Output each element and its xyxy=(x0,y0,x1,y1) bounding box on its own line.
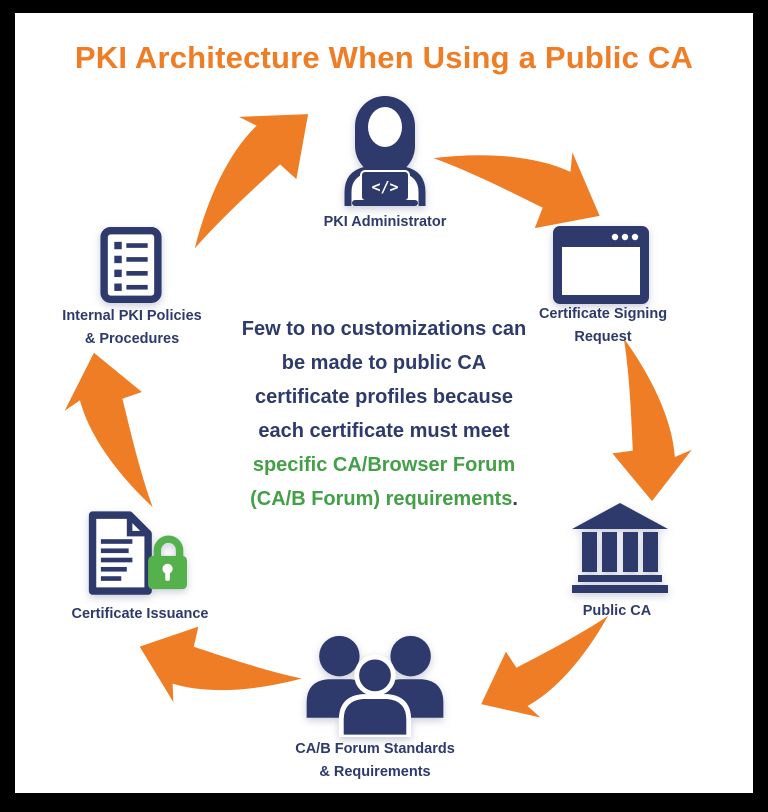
pki-administrator-label-text: PKI Administrator xyxy=(323,214,447,230)
certificate-issuance-label-text: Certificate Issuance xyxy=(71,606,209,622)
internal-pki-policies-label: Internal PKI Policies & Procedures xyxy=(62,305,201,351)
certificate-signing-request-label: Certificate Signing Request xyxy=(539,303,667,349)
internal-policies-label-line2: & Procedures xyxy=(84,331,180,347)
public-ca-label: Public CA xyxy=(583,600,651,623)
arrow-cabforum-to-issuance xyxy=(120,599,305,756)
arrow-csr-to-publicca xyxy=(599,337,711,507)
browser-window-icon xyxy=(553,226,649,304)
policy-checklist-icon xyxy=(100,227,162,303)
annotation-line-2: be made to public CA xyxy=(204,346,564,380)
bank-building-icon xyxy=(572,503,668,593)
annotation-line-2-text: be made to public CA xyxy=(281,352,487,374)
annotation-line-5-text: specific CA/Browser Forum xyxy=(252,454,516,476)
annotation-line-6: (CA/B Forum) requirements. xyxy=(204,482,564,516)
csr-label-line1: Certificate Signing xyxy=(538,306,668,322)
annotation-line-1-text: Few to no customizations can xyxy=(241,318,527,340)
pki-administrator-label: PKI Administrator xyxy=(324,211,447,234)
cab-forum-label-line1: CA/B Forum Standards xyxy=(295,741,455,757)
annotation-line-4-text: each certificate must meet xyxy=(258,420,510,442)
annotation-line-6-period: . xyxy=(512,488,518,510)
internal-policies-label-line1: Internal PKI Policies xyxy=(62,308,202,324)
certificate-issuance-label: Certificate Issuance xyxy=(71,603,208,626)
arrow-policies-to-admin xyxy=(144,78,340,254)
arrow-publicca-to-cabforum xyxy=(464,611,634,740)
annotation-line-3: certificate profiles because xyxy=(204,380,564,414)
annotation-line-4: each certificate must meet xyxy=(204,414,564,448)
annotation-line-6-text: (CA/B Forum) requirements xyxy=(250,488,513,510)
csr-label-line2: Request xyxy=(574,329,632,345)
svg-text:</>: </> xyxy=(371,178,398,196)
arrow-admin-to-csr xyxy=(430,82,626,262)
public-ca-label-text: Public CA xyxy=(582,603,652,619)
people-group-icon xyxy=(300,633,450,737)
annotation-line-5: specific CA/Browser Forum xyxy=(204,448,564,482)
page-title: PKI Architecture When Using a Public CA xyxy=(74,40,694,75)
woman-developer-laptop-icon: </> xyxy=(330,94,440,206)
arrow-issuance-to-policies xyxy=(54,347,158,513)
cab-forum-label: CA/B Forum Standards & Requirements xyxy=(295,738,455,784)
annotation-line-1: Few to no customizations can xyxy=(204,312,564,346)
document-lock-icon xyxy=(87,509,187,599)
cab-forum-label-line2: & Requirements xyxy=(319,764,431,780)
annotation-line-3-text: certificate profiles because xyxy=(255,386,513,408)
center-annotation: Few to no customizations can be made to … xyxy=(204,312,564,516)
diagram-canvas: PKI Architecture When Using a Public CA xyxy=(15,13,753,793)
